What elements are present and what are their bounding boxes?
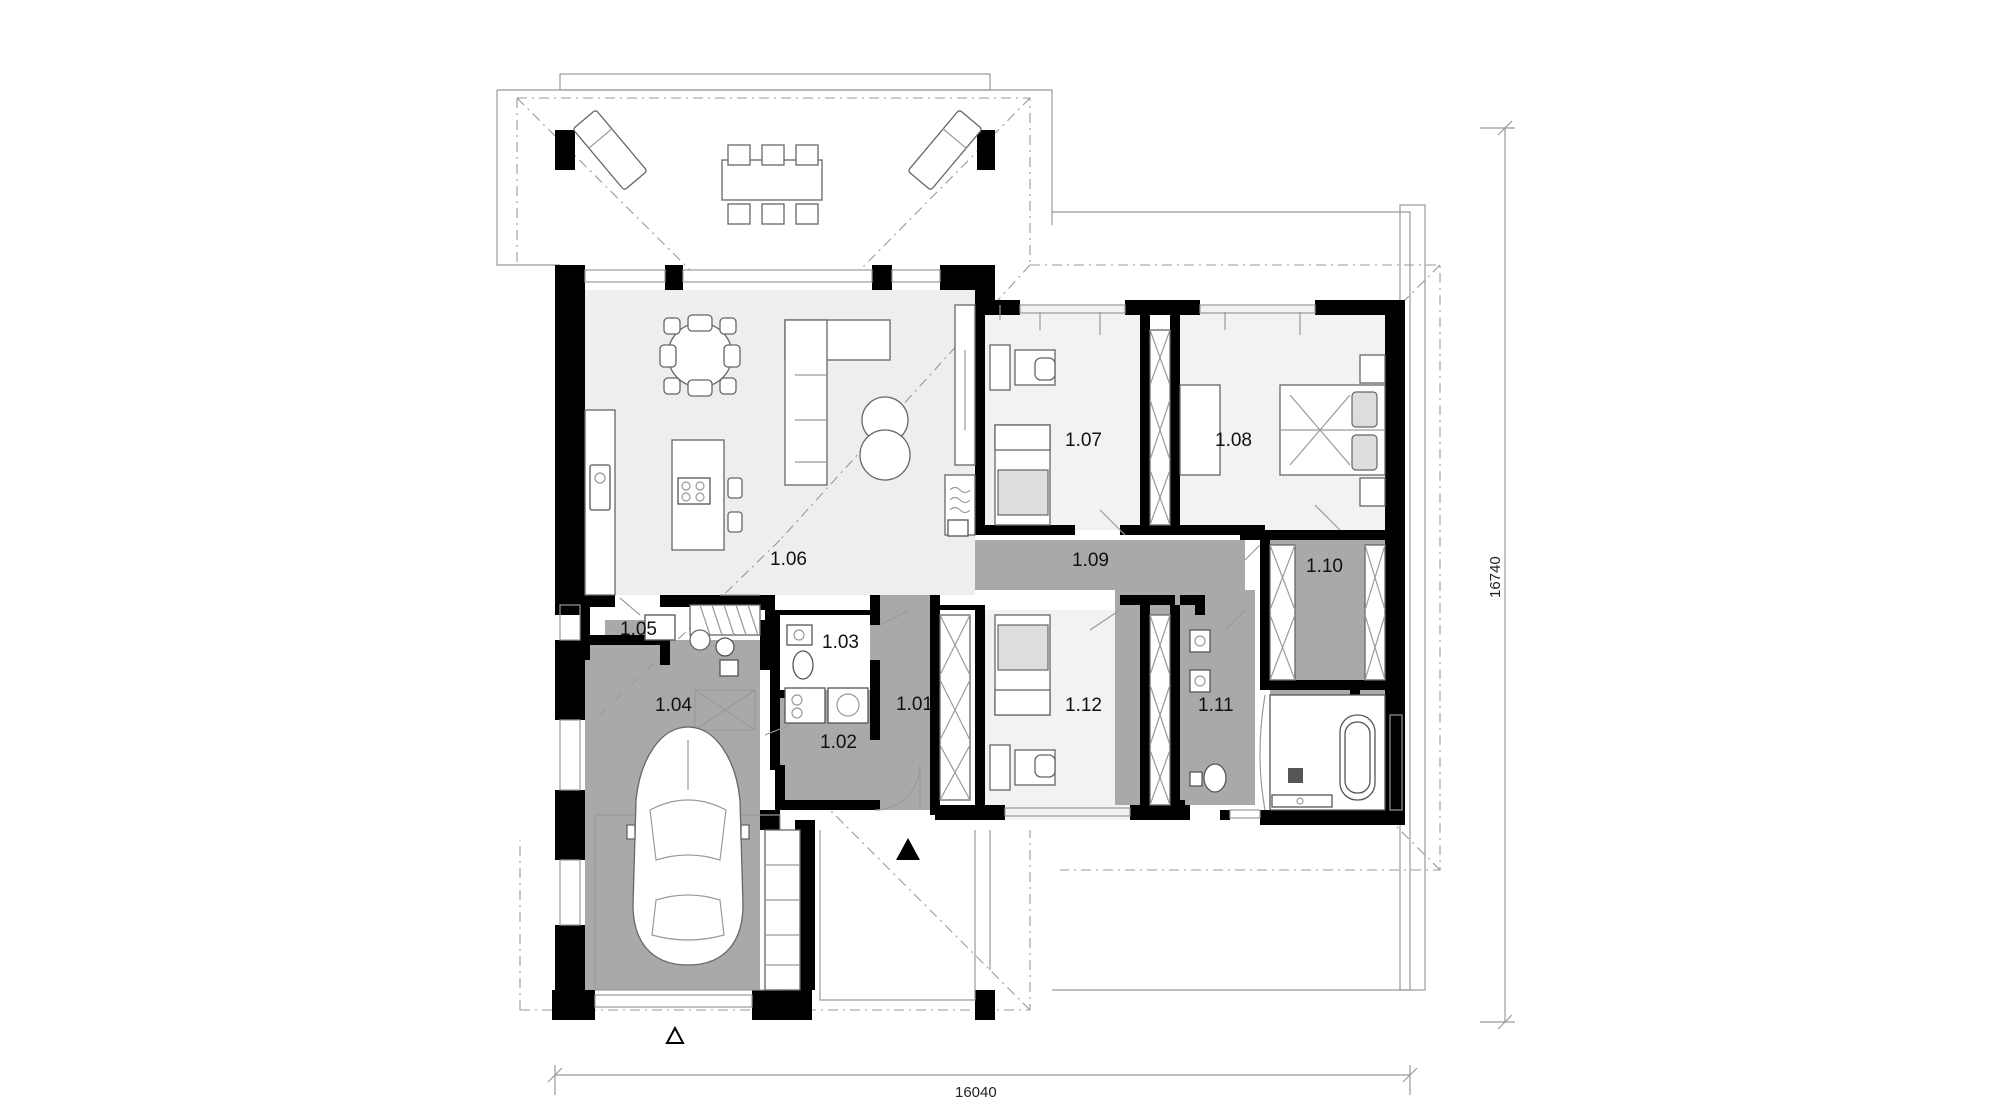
room-label-1-03: 1.03 <box>822 632 859 653</box>
hall-wardrobe <box>939 614 971 801</box>
width-dimension-label: 16040 <box>955 1084 997 1101</box>
car-icon <box>626 726 750 966</box>
stairs-hint <box>689 604 761 636</box>
room-label-1-11: 1.11 <box>1198 695 1234 716</box>
room-label-1-02: 1.02 <box>820 732 857 753</box>
room-label-1-09: 1.09 <box>1072 550 1109 571</box>
room-label-1-08: 1.08 <box>1215 430 1252 451</box>
entrance-arrow-icon <box>896 838 920 860</box>
living-furniture <box>584 304 976 636</box>
windows <box>559 269 1403 1008</box>
door-swings <box>619 305 1341 736</box>
room-labels: 1.01 1.02 1.03 1.04 1.05 1.06 1.07 1.08 … <box>620 430 1343 753</box>
room-label-1-10: 1.10 <box>1306 556 1343 577</box>
bedroom-1-07-furniture <box>989 329 1171 526</box>
garage-contents <box>594 614 801 991</box>
entrance-porch <box>665 764 991 1044</box>
wardrobe-1-10 <box>1269 544 1386 681</box>
depth-dimension-label: 16740 <box>1487 556 1504 598</box>
dimension-lines <box>547 120 1515 1095</box>
terrace-furniture <box>573 110 982 225</box>
bedroom-1-08-furniture <box>1179 354 1386 507</box>
room-label-1-12: 1.12 <box>1065 695 1102 716</box>
bathroom-fixtures <box>1189 629 1386 811</box>
room-label-1-06: 1.06 <box>770 549 807 570</box>
wc-fixtures <box>694 624 869 731</box>
room-label-1-01: 1.01 <box>896 694 933 715</box>
room-label-1-07: 1.07 <box>1065 430 1102 451</box>
room-label-1-04: 1.04 <box>655 695 692 716</box>
garage-entrance-arrow-icon <box>665 1025 685 1044</box>
bedroom-1-12-furniture <box>989 614 1171 806</box>
room-label-1-05: 1.05 <box>620 619 657 640</box>
